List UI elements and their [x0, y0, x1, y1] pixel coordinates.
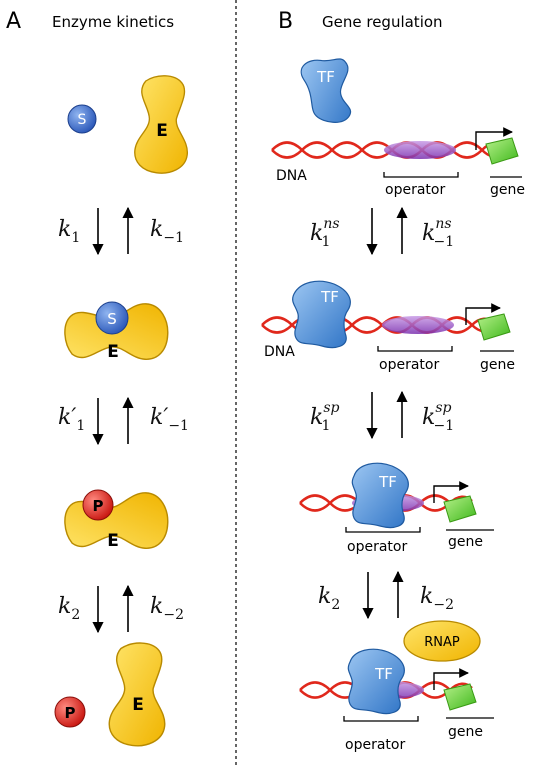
gene-label: gene [490, 182, 525, 198]
product-molecule [54, 696, 86, 728]
state-a4: P E [54, 642, 166, 747]
gene-region [443, 683, 477, 711]
panel-a-title: Enzyme kinetics [52, 13, 174, 31]
panel-a-letter: A [6, 9, 21, 34]
reaction-step-a1: k1 k−1 [58, 206, 184, 256]
dna-label: DNA [264, 344, 295, 360]
promoter-arrow [433, 481, 469, 503]
rate-forward: k1 [58, 217, 80, 246]
operator-label: operator [347, 539, 407, 555]
reaction-step-a3: k2 k−2 [58, 584, 184, 634]
rate-forward: k2 [58, 594, 80, 623]
state-b3: TF operator gene [299, 462, 494, 555]
operator-bracket [377, 346, 453, 352]
rate-reverse: k−1 [150, 217, 184, 246]
promoter-arrow [475, 127, 513, 150]
enzyme-label: E [107, 342, 119, 362]
rnap-label: RNAP [424, 635, 460, 650]
product-label: P [65, 704, 76, 722]
rate-reverse: k−2 [150, 594, 184, 623]
transcription-factor [292, 280, 351, 349]
enzyme-label: E [107, 531, 119, 551]
panel-b: B Gene regulation TF DNA operator gene k… [261, 9, 525, 753]
enzyme-label: E [156, 121, 168, 141]
state-a3: P E [62, 489, 171, 556]
promoter-arrow [465, 303, 501, 325]
substrate-label: S [107, 310, 117, 328]
tf-label: TF [320, 288, 339, 306]
gene-region [443, 495, 477, 523]
rate-reverse: k−2 [420, 584, 454, 613]
state-b4: RNAP TF operator gene [299, 620, 494, 753]
rate-reverse: k′−1 [150, 405, 189, 434]
gene-label: gene [448, 534, 483, 550]
gene-label: gene [480, 357, 515, 373]
rnap-molecule [403, 620, 481, 662]
operator-label: operator [345, 737, 405, 753]
gene-region [477, 313, 511, 341]
operator-label: operator [379, 357, 439, 373]
tf-label: TF [316, 68, 335, 86]
operator-bracket [343, 716, 419, 722]
substrate-label: S [78, 112, 87, 128]
transcription-factor [347, 648, 405, 715]
promoter-arrow [433, 668, 469, 690]
reaction-step-b3: k2 k−2 [318, 570, 454, 620]
operator-label: operator [385, 182, 445, 198]
substrate-molecule [67, 104, 97, 134]
panel-b-letter: B [278, 9, 293, 34]
operator-region [382, 316, 454, 334]
state-b2: TF DNA operator gene [261, 280, 515, 373]
rate-reverse: ksp−1 [422, 400, 454, 434]
reaction-step-a2: k′1 k′−1 [58, 396, 189, 446]
operator-bracket [383, 172, 459, 178]
state-b1: TF DNA operator gene [271, 58, 525, 198]
state-a2: S E [62, 301, 171, 367]
tf-label: TF [374, 665, 393, 683]
gene-region [485, 137, 519, 165]
gene-label: gene [448, 724, 483, 740]
operator-bracket [345, 527, 421, 533]
rate-reverse: kns−1 [422, 216, 454, 250]
state-a1: S E [67, 75, 189, 174]
enzyme-label: E [132, 695, 144, 715]
transcription-factor [351, 462, 409, 529]
tf-label: TF [378, 473, 397, 491]
transcription-factor [300, 58, 352, 123]
product-label: P [93, 497, 104, 515]
substrate-molecule [95, 301, 129, 335]
panel-a: A Enzyme kinetics S E k1 k−1 S E k′1 [6, 9, 189, 747]
panel-b-title: Gene regulation [322, 13, 443, 31]
rate-forward: k2 [318, 584, 340, 613]
operator-region [384, 141, 456, 159]
product-molecule [82, 489, 114, 521]
rate-forward: k′1 [58, 405, 85, 434]
dna-label: DNA [276, 168, 307, 184]
